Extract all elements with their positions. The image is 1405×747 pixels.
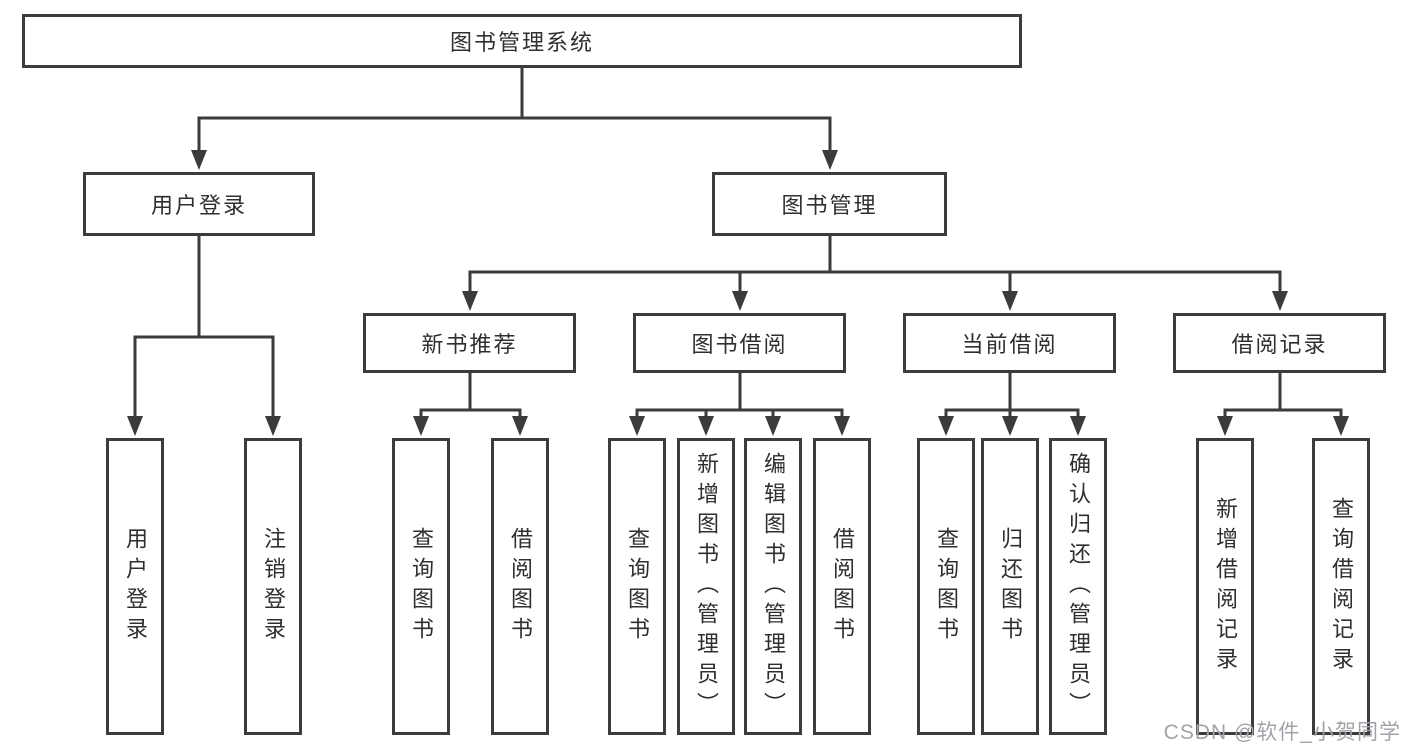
node-label: 确认归还（管理员） — [1066, 451, 1091, 722]
leaf-logout: 注销登录 — [244, 438, 302, 735]
node-label: 借阅图书 — [830, 526, 855, 647]
node-label: 注销登录 — [261, 526, 286, 647]
leaf-user-login: 用户登录 — [106, 438, 164, 735]
node-label: 新增借阅记录 — [1213, 496, 1238, 677]
node-library-management-system: 图书管理系统 — [22, 14, 1022, 68]
leaf-confirm-return-admin: 确认归还（管理员） — [1049, 438, 1107, 735]
node-label: 新增图书（管理员） — [694, 451, 719, 722]
node-label: 当前借阅 — [961, 332, 1058, 357]
leaf-return-books: 归还图书 — [981, 438, 1039, 735]
leaf-query-borrow-record: 查询借阅记录 — [1312, 438, 1370, 735]
leaf-query-books-recommend: 查询图书 — [392, 438, 450, 735]
node-label: 图书借阅 — [691, 332, 788, 357]
node-book-management: 图书管理 — [712, 172, 947, 236]
leaf-add-book-admin: 新增图书（管理员） — [677, 438, 735, 735]
leaf-borrow-books-borrowing: 借阅图书 — [813, 438, 871, 735]
leaf-edit-book-admin: 编辑图书（管理员） — [744, 438, 802, 735]
leaf-add-borrow-record: 新增借阅记录 — [1196, 438, 1254, 735]
csdn-watermark: CSDN @软件_小贺同学 — [1163, 721, 1401, 744]
node-label: 查询图书 — [409, 526, 434, 647]
node-label: 借阅图书 — [508, 526, 533, 647]
node-label: 用户登录 — [123, 526, 148, 647]
node-label: 新书推荐 — [421, 332, 518, 357]
node-label: 用户登录 — [150, 193, 247, 218]
node-current-borrowing: 当前借阅 — [903, 313, 1116, 373]
leaf-query-books-borrowing: 查询图书 — [608, 438, 666, 735]
node-user-login: 用户登录 — [83, 172, 315, 236]
node-label: 查询借阅记录 — [1329, 496, 1354, 677]
node-label: 借阅记录 — [1231, 332, 1328, 357]
leaf-borrow-books-recommend: 借阅图书 — [491, 438, 549, 735]
leaf-query-books-current: 查询图书 — [917, 438, 975, 735]
node-label: 编辑图书（管理员） — [761, 451, 786, 722]
node-book-borrowing: 图书借阅 — [633, 313, 846, 373]
node-label: 图书管理 — [781, 193, 878, 218]
node-label: 查询图书 — [934, 526, 959, 647]
node-label: 归还图书 — [998, 526, 1023, 647]
node-new-book-recommend: 新书推荐 — [363, 313, 576, 373]
node-label: 图书管理系统 — [449, 30, 594, 55]
node-borrow-records: 借阅记录 — [1173, 313, 1386, 373]
node-label: 查询图书 — [625, 526, 650, 647]
